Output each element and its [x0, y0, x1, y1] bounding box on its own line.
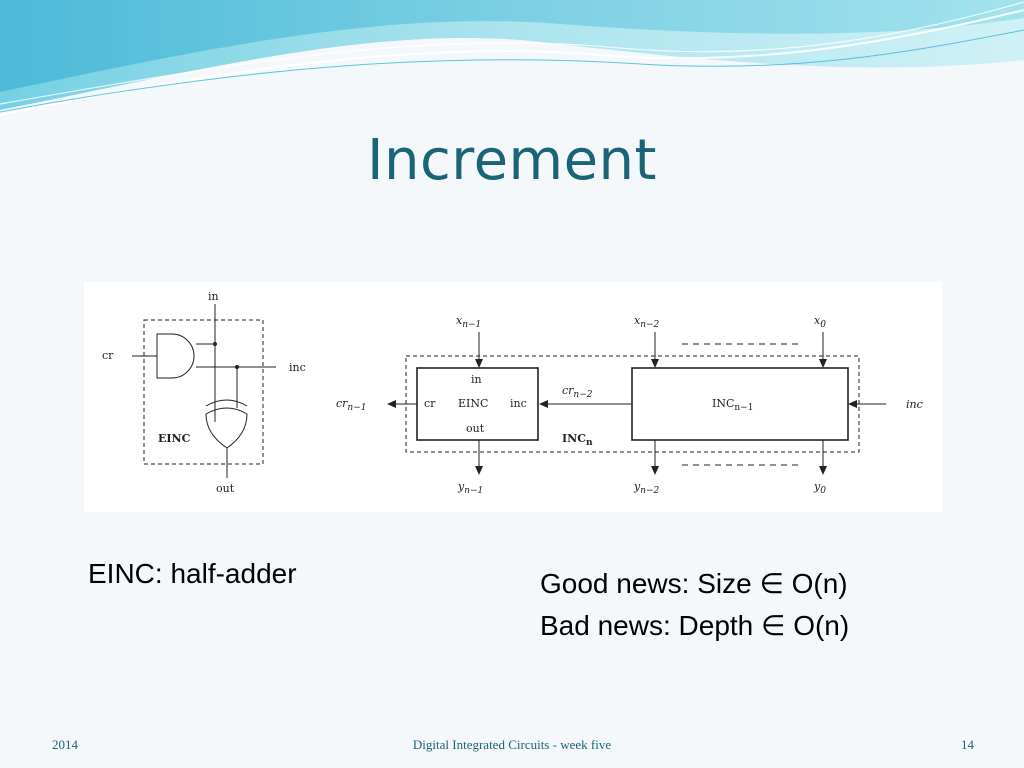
inc-n-label: INCn — [562, 432, 593, 448]
y-n-minus-2-label: yn−2 — [633, 480, 660, 496]
circuit-figure: in cr inc EINC out — [84, 282, 942, 512]
good-news-line: Good news: Size ∈ O(n) — [540, 568, 848, 599]
x-n-minus-1-label: xn−1 — [456, 314, 481, 330]
inc-input-label: inc — [906, 398, 923, 411]
einc-box-out-label: out — [466, 422, 485, 435]
y-n-minus-1-label: yn−1 — [457, 480, 483, 496]
einc-dashed-boundary — [143, 319, 264, 465]
xor-gate — [205, 407, 248, 449]
einc-box-name-label: EINC — [458, 397, 488, 410]
header-wave-decoration — [0, 0, 1024, 116]
x-n-minus-2-label: xn−2 — [634, 314, 660, 330]
einc-box-inc-label: inc — [510, 397, 527, 410]
einc-box-in-label: in — [471, 373, 482, 386]
einc-caption: EINC: half-adder — [88, 558, 297, 589]
y-0-label: y0 — [813, 480, 826, 496]
increment-circuit-diagram: in cr inc EINC out — [102, 290, 923, 496]
bad-news-line: Bad news: Depth ∈ O(n) — [540, 610, 850, 641]
footer-year: 2014 — [52, 737, 78, 752]
complexity-notes: Good news: Size ∈ O(n) Bad news: Depth ∈… — [540, 563, 849, 647]
einc-name-label: EINC — [158, 432, 191, 445]
slide-title: Increment — [367, 128, 657, 193]
and-gate — [156, 333, 195, 379]
inc-n-minus-1-label: INCn−1 — [712, 397, 753, 413]
einc-cr-label: cr — [102, 349, 114, 362]
einc-box-cr-label: cr — [424, 397, 436, 410]
cr-n-minus-1-label: crn−1 — [336, 397, 367, 413]
einc-in-label: in — [208, 290, 219, 303]
footer-page-number: 14 — [961, 737, 974, 752]
x-0-label: x0 — [814, 314, 826, 330]
cr-n-minus-2-label: crn−2 — [562, 384, 593, 400]
footer-course: Digital Integrated Circuits - week five — [412, 737, 612, 752]
einc-out-label: out — [216, 482, 235, 495]
einc-inc-label: inc — [289, 361, 306, 374]
